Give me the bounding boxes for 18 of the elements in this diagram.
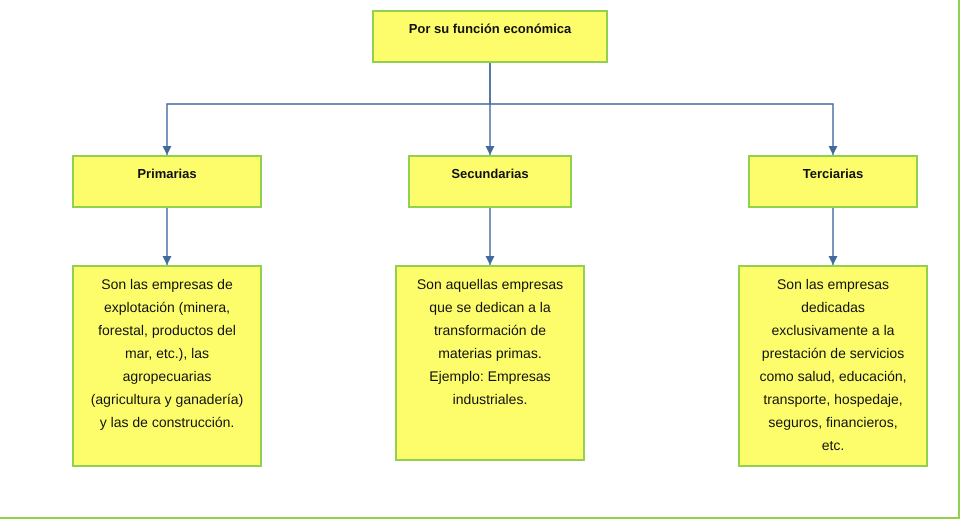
category-title: Por su función económica <box>408 20 572 38</box>
type-title: Primarias <box>136 165 198 183</box>
description-text: Son aquellas empresas que se dedican a la transformación de materias primas. Ejemplo: Empresas industriales. <box>416 275 564 409</box>
connector-arrow <box>162 208 172 265</box>
connector-arrow <box>486 208 494 265</box>
type-title: Secundarias <box>450 165 530 183</box>
type-box <box>72 155 262 208</box>
description-text: Son las empresas dedicadas exclusivamente a la prestación de servicios como salud, educación, transporte, hospedaje, seguros, financieros, etc. <box>758 275 908 455</box>
type-box <box>748 155 918 208</box>
description-box <box>738 265 928 467</box>
connector-arrow <box>489 63 838 155</box>
description-box <box>395 265 585 461</box>
category-box <box>372 10 608 63</box>
connector-arrow <box>828 208 838 265</box>
description-text: Son las empresas de explotación (minera, forestal, productos del mar, etc.), las agropecuarias (agricultura y ganadería) y las de construcción. <box>90 275 244 432</box>
type-box <box>408 155 572 208</box>
description-box <box>72 265 262 467</box>
type-title: Terciarias <box>802 165 864 183</box>
